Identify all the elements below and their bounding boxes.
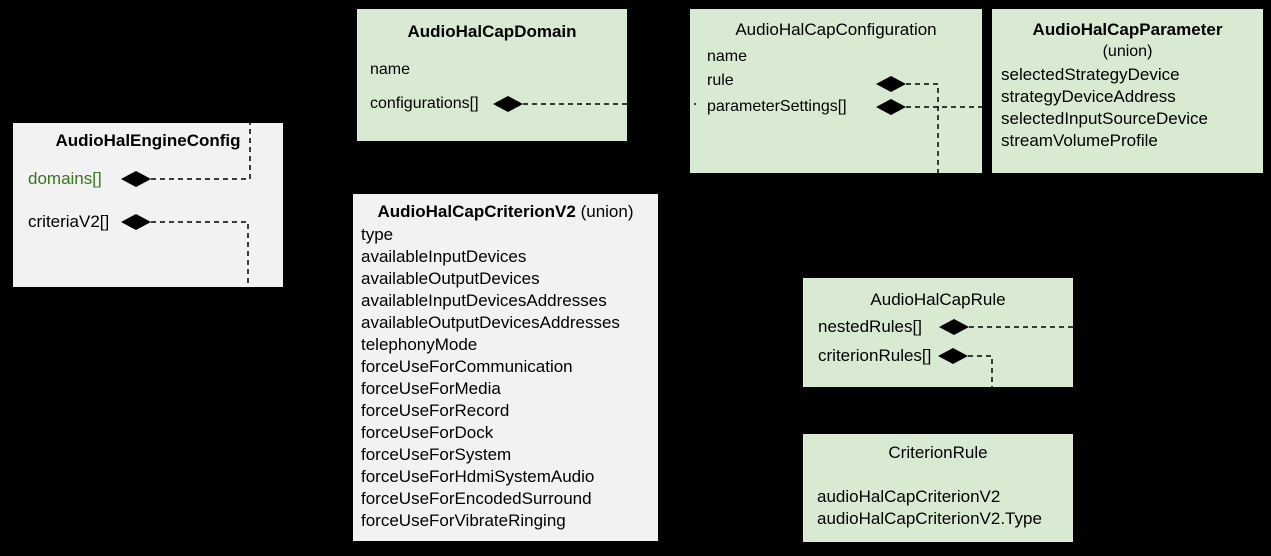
field-forceuseformedia: forceUseForMedia xyxy=(361,379,501,398)
class-stereotype-union: (union) xyxy=(1102,43,1153,60)
field-forceuseforcommunication: forceUseForCommunication xyxy=(361,357,573,376)
field-forceuseforvibrateringing: forceUseForVibrateRinging xyxy=(361,511,566,530)
field-audiohalcapcriterionv2-type: audioHalCapCriterionV2.Type xyxy=(817,509,1042,528)
class-box-audiohalengineconfig: AudioHalEngineConfig domains[] criteriaV… xyxy=(13,123,283,287)
field-list: type availableInputDevices availableOutp… xyxy=(361,224,620,532)
class-title-name: AudioHalCapCriterionV2 xyxy=(377,202,576,221)
field-forceuseforhdmisystemaudio: forceUseForHdmiSystemAudio xyxy=(361,467,595,486)
class-stereotype-union: (union) xyxy=(575,202,634,221)
field-type: type xyxy=(361,225,394,244)
field-availableoutputdevicesaddresses: availableOutputDevicesAddresses xyxy=(361,313,620,332)
field-criterionrules: criterionRules[] xyxy=(818,346,932,365)
field-name: name xyxy=(707,48,748,65)
field-selectedstrategydevice: selectedStrategyDevice xyxy=(1001,65,1180,84)
class-title: AudioHalCapConfiguration xyxy=(735,20,937,39)
class-title: CriterionRule xyxy=(888,443,988,462)
class-box-criterionrule: CriterionRule audioHalCapCriterionV2 aud… xyxy=(803,434,1073,542)
field-forceuseforrecord: forceUseForRecord xyxy=(361,401,510,420)
field-rule: rule xyxy=(707,72,734,89)
class-title: AudioHalCapParameter xyxy=(1032,20,1223,39)
class-box-audiohalcapparameter: AudioHalCapParameter (union) selectedStr… xyxy=(992,9,1263,173)
field-forceuseforencodedsurround: forceUseForEncodedSurround xyxy=(361,489,592,508)
field-forceusefordock: forceUseForDock xyxy=(361,423,494,442)
field-parametersettings: parameterSettings[] xyxy=(707,98,847,115)
class-title: AudioHalCapDomain xyxy=(407,22,577,41)
field-telephonymode: telephonyMode xyxy=(361,335,478,354)
class-title: AudioHalCapCriterionV2 (union) xyxy=(353,202,658,222)
class-box-audiohalcapdomain: AudioHalCapDomain name configurations[] xyxy=(357,9,627,141)
field-availableoutputdevices: availableOutputDevices xyxy=(361,269,540,288)
field-name: name xyxy=(370,61,411,78)
field-availableinputdevices: availableInputDevices xyxy=(361,247,527,266)
field-nestedrules: nestedRules[] xyxy=(818,317,922,336)
field-criteriav2: criteriaV2[] xyxy=(28,212,110,231)
field-configurations: configurations[] xyxy=(370,95,479,112)
field-strategydeviceaddress: strategyDeviceAddress xyxy=(1001,87,1176,106)
class-title: AudioHalEngineConfig xyxy=(55,131,241,150)
class-box-audiohalcapconfiguration: AudioHalCapConfiguration name rule param… xyxy=(690,9,982,173)
class-box-audiohalcapcriterionv2: AudioHalCapCriterionV2 (union) type avai… xyxy=(353,194,658,541)
field-availableinputdevicesaddresses: availableInputDevicesAddresses xyxy=(361,291,607,310)
field-domains: domains[] xyxy=(28,169,102,188)
field-audiohalcapcriterionv2: audioHalCapCriterionV2 xyxy=(817,487,1001,506)
class-box-audiohalcaprule: AudioHalCapRule nestedRules[] criterionR… xyxy=(803,278,1073,387)
class-title: AudioHalCapRule xyxy=(870,290,1006,309)
field-forceuseforsystem: forceUseForSystem xyxy=(361,445,512,464)
field-streamvolumeprofile: streamVolumeProfile xyxy=(1001,131,1158,150)
field-selectedinputsourcedevice: selectedInputSourceDevice xyxy=(1001,109,1208,128)
